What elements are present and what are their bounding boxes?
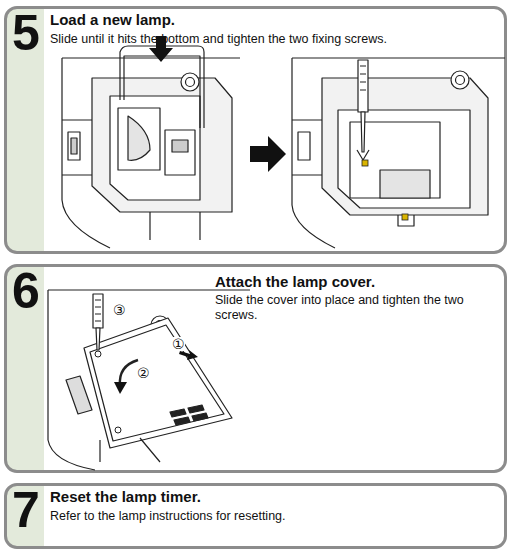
step-panel: 6 Attach the lamp cover. Slide the cover i…: [4, 264, 507, 473]
step-heading: Attach the lamp cover.: [215, 273, 375, 291]
callout-number: ②: [137, 366, 150, 380]
step-heading: Load a new lamp.: [50, 11, 175, 29]
step-description: Slide the cover into place and tighten t…: [215, 293, 487, 323]
step-number: 6: [12, 266, 40, 316]
step-description: Refer to the lamp instructions for reset…: [50, 509, 495, 524]
step-heading: Reset the lamp timer.: [50, 488, 201, 506]
step-description: Slide until it hits the bottom and tight…: [50, 32, 495, 47]
callout-number: ①: [172, 337, 185, 351]
step-number: 5: [12, 8, 40, 58]
step-panel: 5 Load a new lamp. Slide until it hits the…: [4, 6, 507, 254]
step-panel: 7 Reset the lamp timer. Refer to the lamp …: [4, 483, 507, 549]
step-number: 7: [12, 485, 40, 535]
callout-number: ③: [113, 303, 126, 317]
